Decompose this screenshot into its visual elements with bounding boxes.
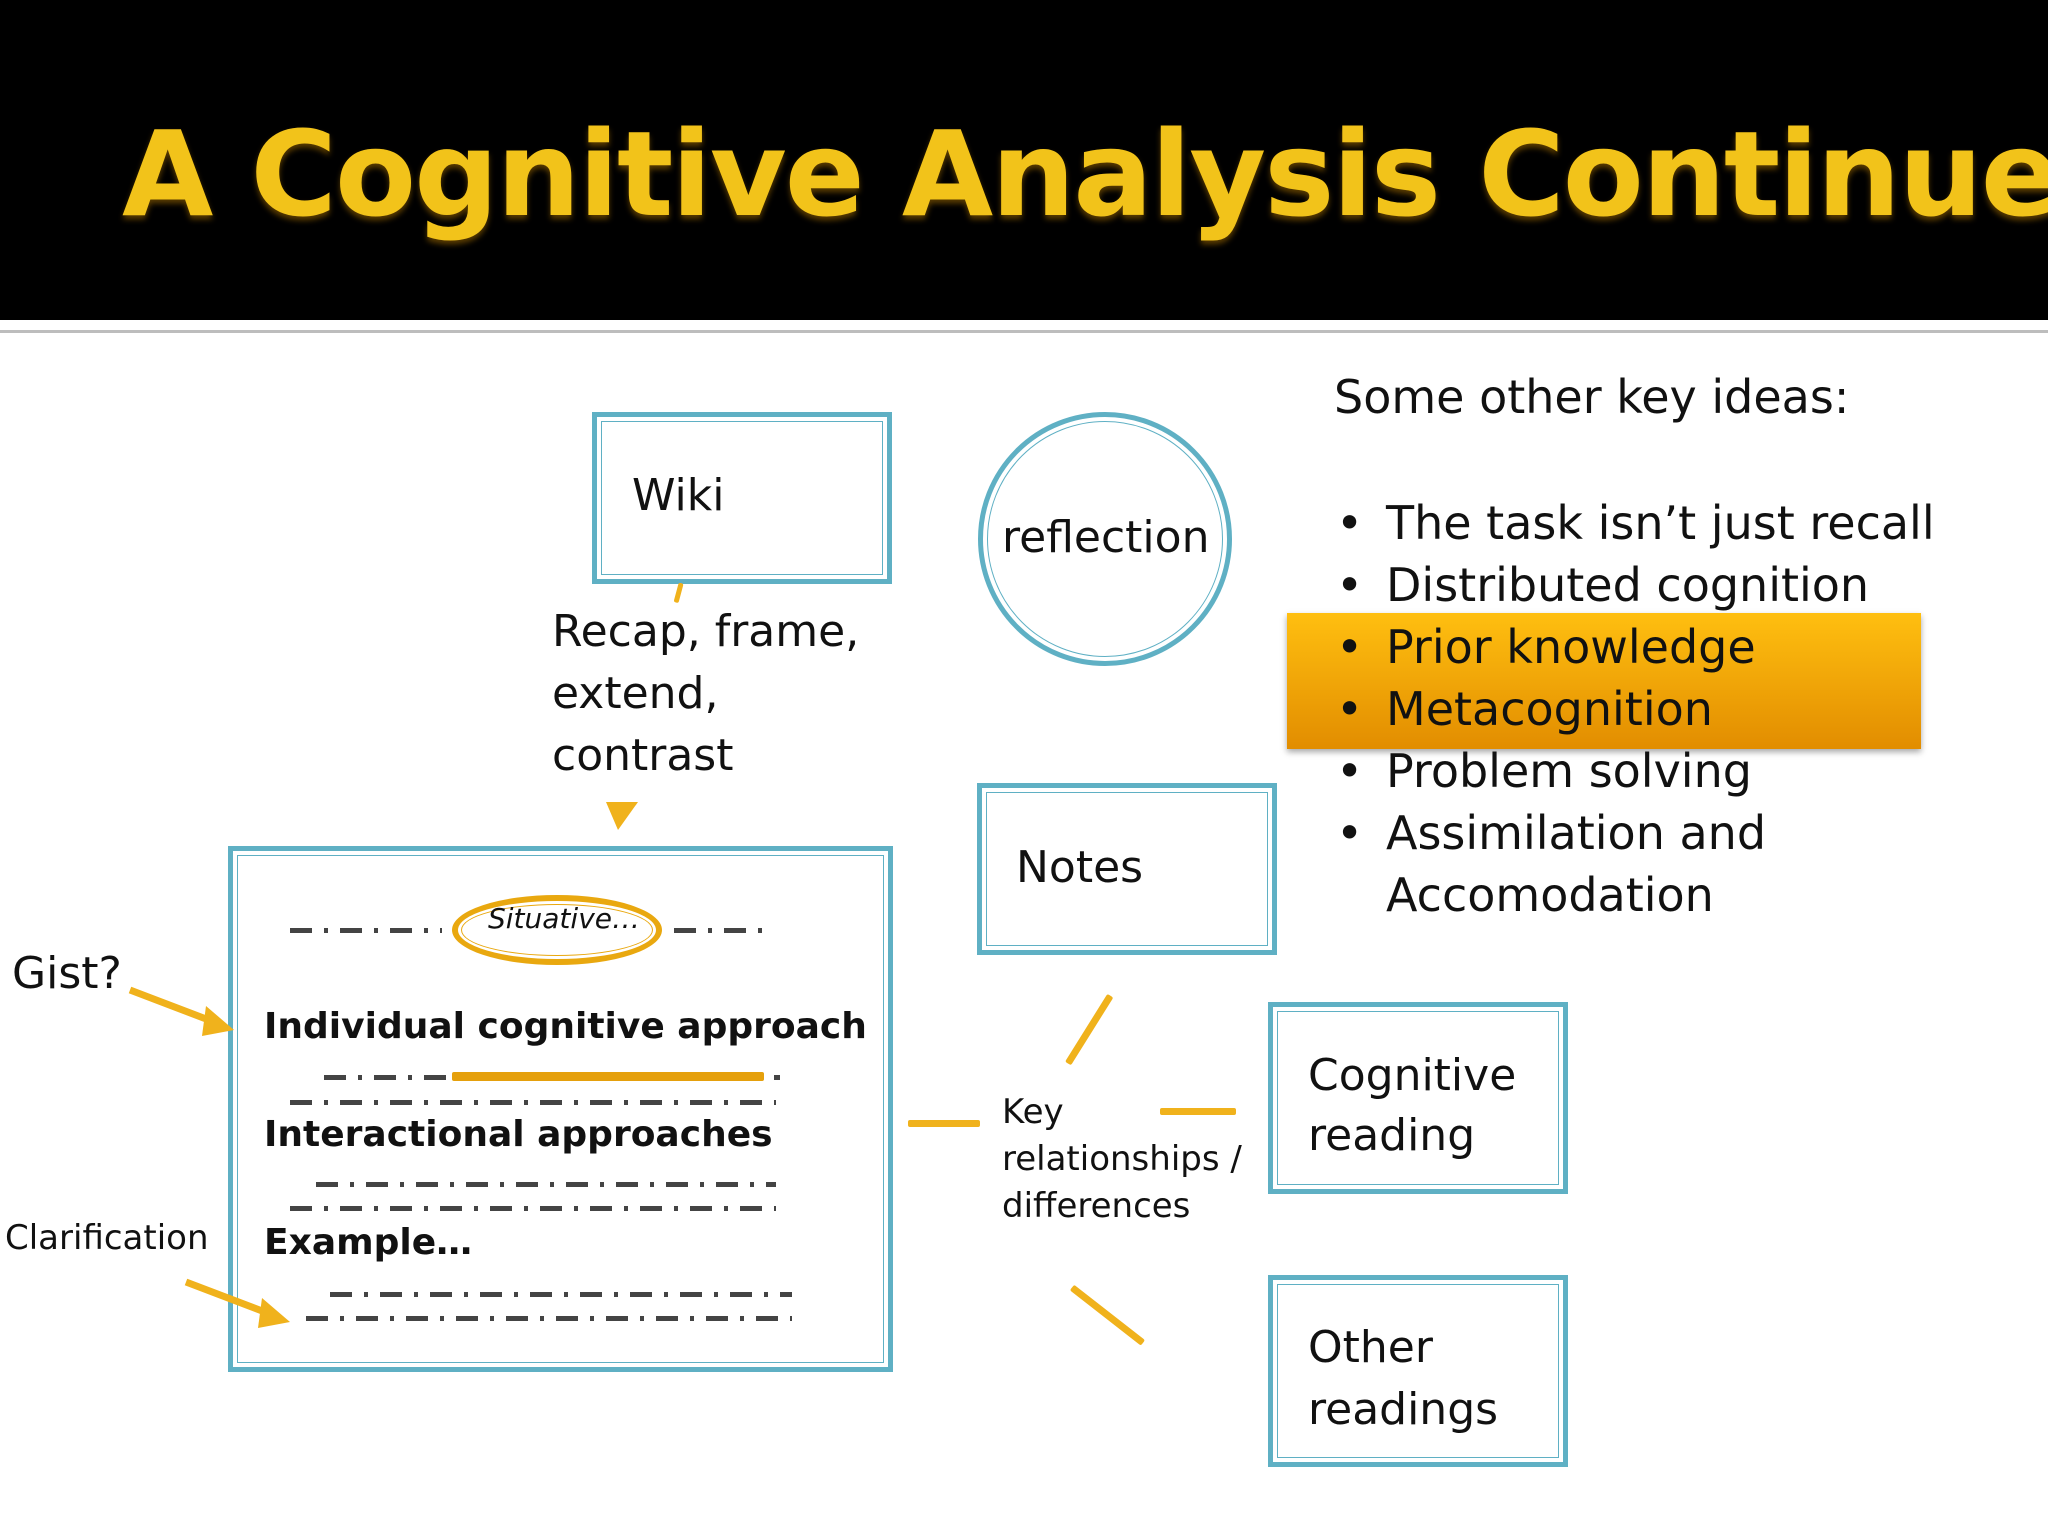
situative-circle bbox=[452, 895, 662, 965]
key-line-1: Key bbox=[1002, 1092, 1064, 1132]
text-line bbox=[290, 1206, 776, 1211]
other-readings-box bbox=[1268, 1275, 1568, 1467]
connector-other bbox=[1069, 1284, 1146, 1346]
arrow-icon bbox=[184, 1278, 290, 1328]
key-idea-text: Problem solving bbox=[1386, 744, 1752, 798]
key-idea-text: The task isn’t just recall bbox=[1386, 496, 1935, 550]
key-idea-item: • The task isn’t just recall bbox=[1336, 496, 1935, 550]
key-idea-item-highlighted: • Metacognition bbox=[1336, 682, 1713, 736]
cognitive-reading-line-2: reading bbox=[1308, 1110, 1476, 1161]
text-line bbox=[330, 1292, 792, 1297]
key-idea-text: Assimilation and bbox=[1386, 806, 1767, 860]
text-line bbox=[316, 1182, 776, 1187]
bullet-icon: • bbox=[1336, 806, 1364, 860]
header-divider bbox=[0, 330, 2048, 333]
reflection-circle bbox=[978, 412, 1232, 666]
text-line bbox=[306, 1316, 792, 1321]
slide-title: A Cognitive Analysis Continued bbox=[122, 105, 2048, 243]
wiki-connector bbox=[673, 582, 684, 604]
key-ideas-title: Some other key ideas: bbox=[1334, 370, 1850, 424]
key-idea-text: Distributed cognition bbox=[1386, 558, 1870, 612]
bullet-icon: • bbox=[1336, 620, 1364, 674]
text-line bbox=[674, 928, 766, 933]
reflection-label: reflection bbox=[1002, 512, 1210, 563]
slide-header bbox=[0, 0, 2048, 320]
cognitive-reading-box bbox=[1268, 1002, 1568, 1194]
connector-right bbox=[1160, 1108, 1236, 1115]
clarification-label: Clarification bbox=[5, 1218, 209, 1258]
text-line bbox=[290, 1100, 776, 1105]
bullet-icon: • bbox=[1336, 682, 1364, 736]
key-idea-item-highlighted: • Prior knowledge bbox=[1336, 620, 1756, 674]
cognitive-reading-line-1: Cognitive bbox=[1308, 1050, 1517, 1101]
key-idea-item: • Distributed cognition bbox=[1336, 558, 1870, 612]
gist-label: Gist? bbox=[12, 948, 122, 999]
arrow-icon bbox=[128, 986, 234, 1036]
heading-individual: Individual cognitive approach bbox=[264, 1006, 867, 1047]
text-line bbox=[290, 928, 442, 933]
notes-box bbox=[977, 783, 1277, 955]
key-idea-text: Accomodation bbox=[1386, 868, 1714, 922]
key-line-2: relationships / bbox=[1002, 1139, 1242, 1179]
recap-line-3: contrast bbox=[552, 730, 734, 781]
bullet-icon: • bbox=[1336, 744, 1364, 798]
wiki-label: Wiki bbox=[632, 470, 725, 521]
other-readings-line-1: Other bbox=[1308, 1322, 1433, 1373]
wiki-box bbox=[592, 412, 892, 584]
down-arrow-icon bbox=[606, 802, 638, 830]
key-idea-item-continued: Accomodation bbox=[1386, 868, 1714, 922]
recap-line-1: Recap, frame, bbox=[552, 606, 860, 657]
bullet-icon: • bbox=[1336, 496, 1364, 550]
key-line-3: differences bbox=[1002, 1186, 1191, 1226]
connector-left bbox=[908, 1120, 980, 1127]
other-readings-line-2: readings bbox=[1308, 1384, 1499, 1435]
key-idea-text: Metacognition bbox=[1386, 682, 1713, 736]
highlight-band bbox=[1287, 613, 1921, 749]
underline-highlight bbox=[452, 1072, 764, 1081]
key-idea-item: • Problem solving bbox=[1336, 744, 1752, 798]
key-idea-text: Prior knowledge bbox=[1386, 620, 1756, 674]
recap-line-2: extend, bbox=[552, 668, 719, 719]
bullet-icon: • bbox=[1336, 558, 1364, 612]
heading-interactional: Interactional approaches bbox=[264, 1114, 773, 1155]
connector-notes bbox=[1065, 993, 1114, 1066]
key-idea-item: • Assimilation and bbox=[1336, 806, 1767, 860]
heading-example: Example… bbox=[264, 1222, 473, 1263]
situative-label: Situative… bbox=[488, 902, 640, 935]
notes-label: Notes bbox=[1016, 842, 1144, 893]
